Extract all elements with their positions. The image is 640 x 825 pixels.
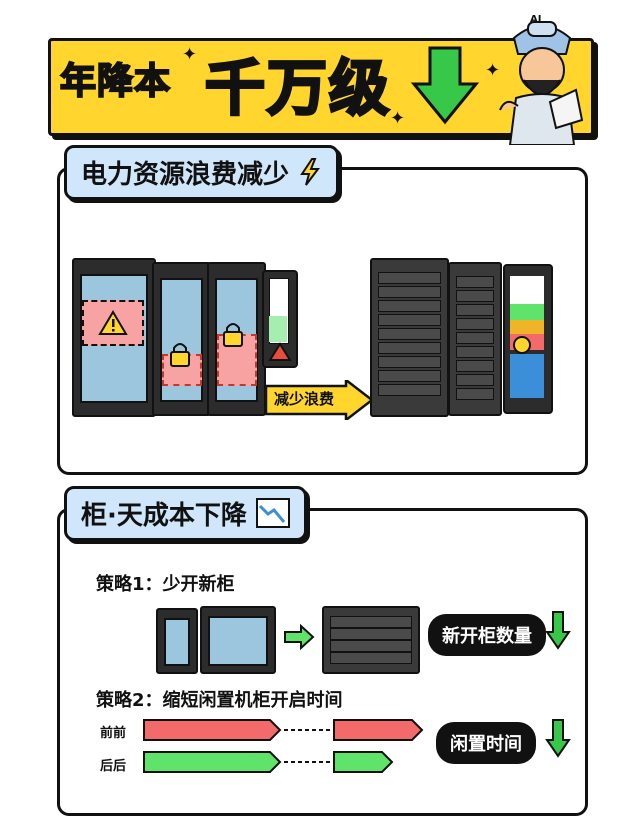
sparkle-icon: ✦ xyxy=(485,60,501,81)
power-meter-full xyxy=(503,264,553,414)
server-rack-full xyxy=(322,606,420,674)
banner-title-big: 千万级 xyxy=(204,53,391,126)
strategy1-badge-label: 新开柜数量 xyxy=(442,626,532,647)
down-arrow-icon xyxy=(410,46,480,125)
power-meter xyxy=(262,270,298,368)
section1-title: 电力资源浪费减少 xyxy=(81,160,290,190)
server-rack-small xyxy=(156,608,198,674)
timeline-before xyxy=(143,719,424,741)
server-rack xyxy=(152,262,211,416)
hat-badge: AI xyxy=(530,14,542,25)
row-before-label: 前前 xyxy=(100,726,127,741)
strategy1-label: 策略1：少开新柜 xyxy=(96,574,235,595)
right-arrow-icon xyxy=(264,380,374,420)
character-illustration xyxy=(499,21,584,145)
down-arrow-icon xyxy=(545,719,571,758)
section2-title: 柜·天成本下降 xyxy=(81,501,247,531)
server-rack xyxy=(72,258,156,417)
section1-title-tab: 电力资源浪费减少 xyxy=(64,145,340,200)
warning-icon xyxy=(268,342,292,361)
right-arrow-icon xyxy=(284,624,315,650)
server-rack xyxy=(207,262,266,416)
lock-icon xyxy=(170,343,190,367)
server-rack-full xyxy=(370,258,449,417)
sparkle-icon: ✦ xyxy=(390,108,406,129)
reduce-waste-arrow: 减少浪费 xyxy=(264,380,374,420)
sparkle-icon: ✦ xyxy=(182,44,198,65)
strategy2-badge-label: 闲置时间 xyxy=(450,734,522,755)
lock-icon xyxy=(223,323,243,347)
row-after-label: 后后 xyxy=(100,759,127,774)
chart-down-icon xyxy=(255,498,290,528)
down-arrow-icon xyxy=(545,611,571,650)
header-banner xyxy=(48,38,594,136)
wasted-space xyxy=(162,354,202,386)
timeline-after xyxy=(143,751,394,773)
server-rack-small xyxy=(200,606,276,674)
arrow-label: 减少浪费 xyxy=(274,390,335,408)
section2-title-tab: 柜·天成本下降 xyxy=(64,486,307,541)
banner-title-small: 年降本 xyxy=(59,60,172,103)
strategy2-badge: 闲置时间 xyxy=(436,722,536,764)
strategy2-label: 策略2：缩短闲置机柜开启时间 xyxy=(96,690,343,711)
lightning-icon xyxy=(300,158,321,186)
server-rack-full xyxy=(448,262,502,416)
warning-icon xyxy=(98,310,128,335)
strategy1-badge: 新开柜数量 xyxy=(428,614,546,656)
